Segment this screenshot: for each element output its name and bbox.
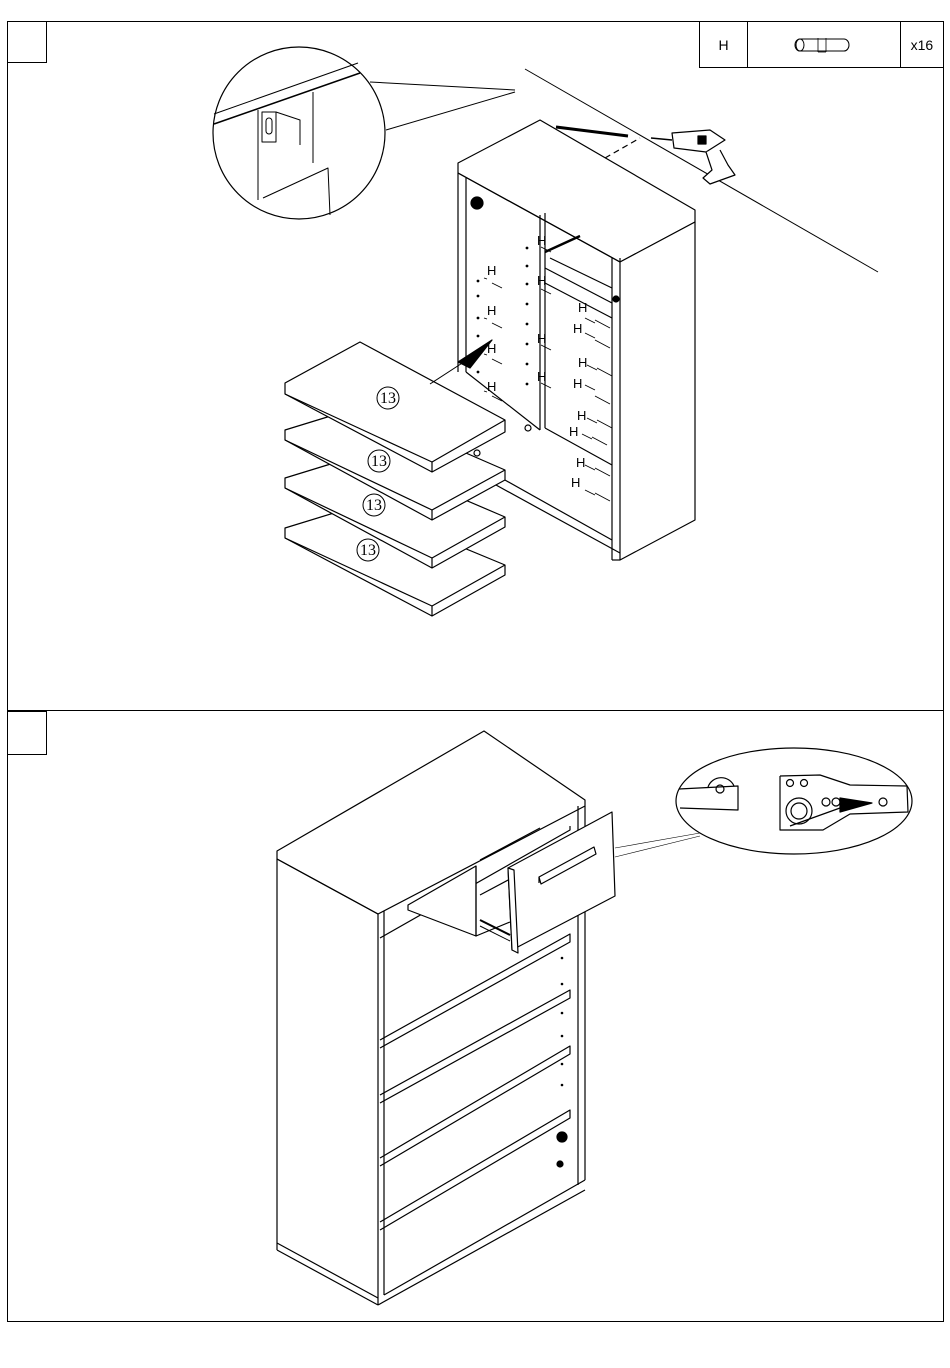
drawer-stopper-detail (676, 748, 912, 854)
cabinet-front-view (277, 731, 615, 1305)
